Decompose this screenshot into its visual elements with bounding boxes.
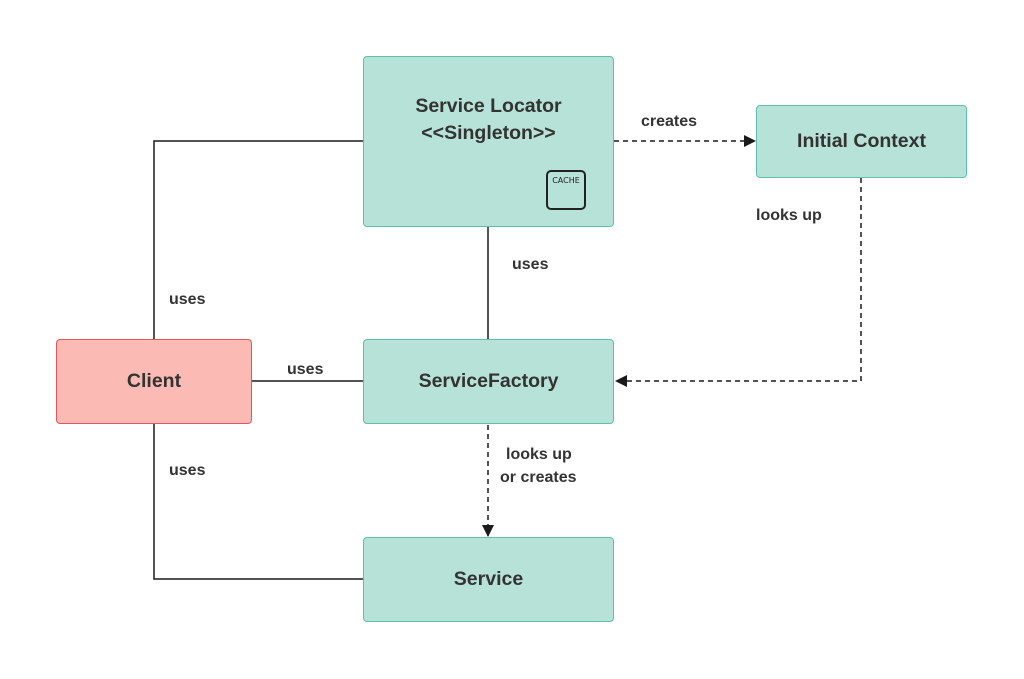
client-label: Client	[126, 370, 182, 392]
service-factory-label: ServiceFactory	[418, 370, 559, 392]
edge-label-factory-service-line2: or creates	[500, 469, 577, 486]
edge-label-creates: creates	[641, 113, 698, 130]
edge-label-uses-client-service: uses	[169, 462, 206, 479]
service-node[interactable]: Service	[363, 537, 614, 622]
service-factory-node[interactable]: ServiceFactory	[363, 339, 614, 424]
service-locator-node[interactable]: Service Locator <<Singleton>> CACHE	[363, 56, 614, 227]
client-node[interactable]: Client	[56, 339, 252, 424]
initial-context-label: Initial Context	[797, 130, 926, 152]
edge-label-uses-client-factory: uses	[287, 361, 324, 378]
initial-context-node[interactable]: Initial Context	[756, 105, 967, 178]
arrow-looks-up	[615, 178, 862, 387]
edge-label-looks-up: looks up	[756, 207, 822, 224]
cache-badge: CACHE	[546, 170, 586, 210]
edge-label-uses-client-locator: uses	[169, 291, 206, 308]
connector-client-to-service-locator	[153, 140, 363, 340]
edge-label-uses-locator-factory: uses	[512, 256, 549, 273]
connector-client-to-service	[153, 424, 363, 580]
edge-label-factory-service-line1: looks up	[506, 446, 572, 463]
service-locator-title: Service Locator	[415, 95, 562, 117]
service-label: Service	[453, 568, 524, 590]
service-locator-stereotype: <<Singleton>>	[421, 122, 556, 144]
